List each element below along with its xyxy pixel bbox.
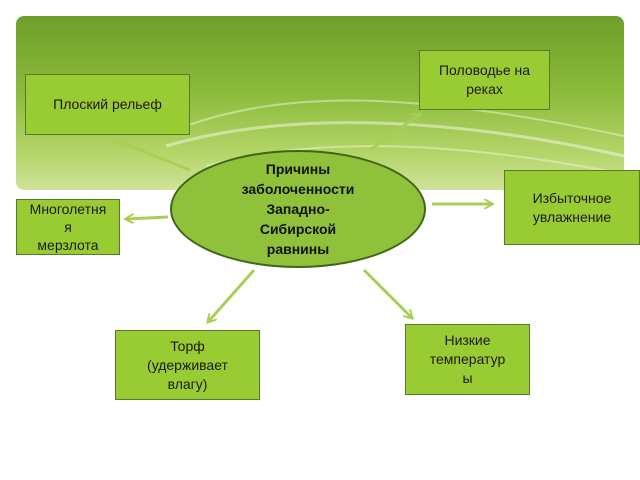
node-permafrost-text: Многолетня я мерзлота bbox=[29, 201, 107, 253]
node-peat: Торф (удерживает влагу) bbox=[115, 330, 260, 400]
node-peat-text: Торф (удерживает влагу) bbox=[147, 337, 228, 392]
node-excess-moisture: Избыточное увлажнение bbox=[504, 170, 640, 245]
node-low-temp: Низкие температур ы bbox=[405, 324, 530, 395]
node-flat-relief-text: Плоский рельеф bbox=[53, 96, 162, 112]
node-flat-relief: Плоский рельеф bbox=[25, 74, 190, 135]
arrow-to-river-flood bbox=[369, 114, 420, 152]
arrow-to-low-temp bbox=[362, 268, 412, 318]
node-excess-moisture-text: Избыточное увлажнение bbox=[532, 189, 612, 225]
node-river-flood-text: Половодье на реках bbox=[438, 62, 531, 97]
arrow-to-flat-relief bbox=[115, 140, 191, 172]
arrow-to-permafrost bbox=[126, 217, 169, 219]
arrow-to-peat bbox=[208, 269, 256, 322]
node-river-flood: Половодье на реках bbox=[419, 50, 550, 110]
node-permafrost: Многолетня я мерзлота bbox=[16, 199, 120, 255]
center-topic-ellipse: Причины заболоченности Западно- Сибирско… bbox=[170, 150, 426, 268]
node-low-temp-text: Низкие температур ы bbox=[429, 332, 506, 386]
center-topic-text: Причины заболоченности Западно- Сибирско… bbox=[241, 161, 355, 257]
